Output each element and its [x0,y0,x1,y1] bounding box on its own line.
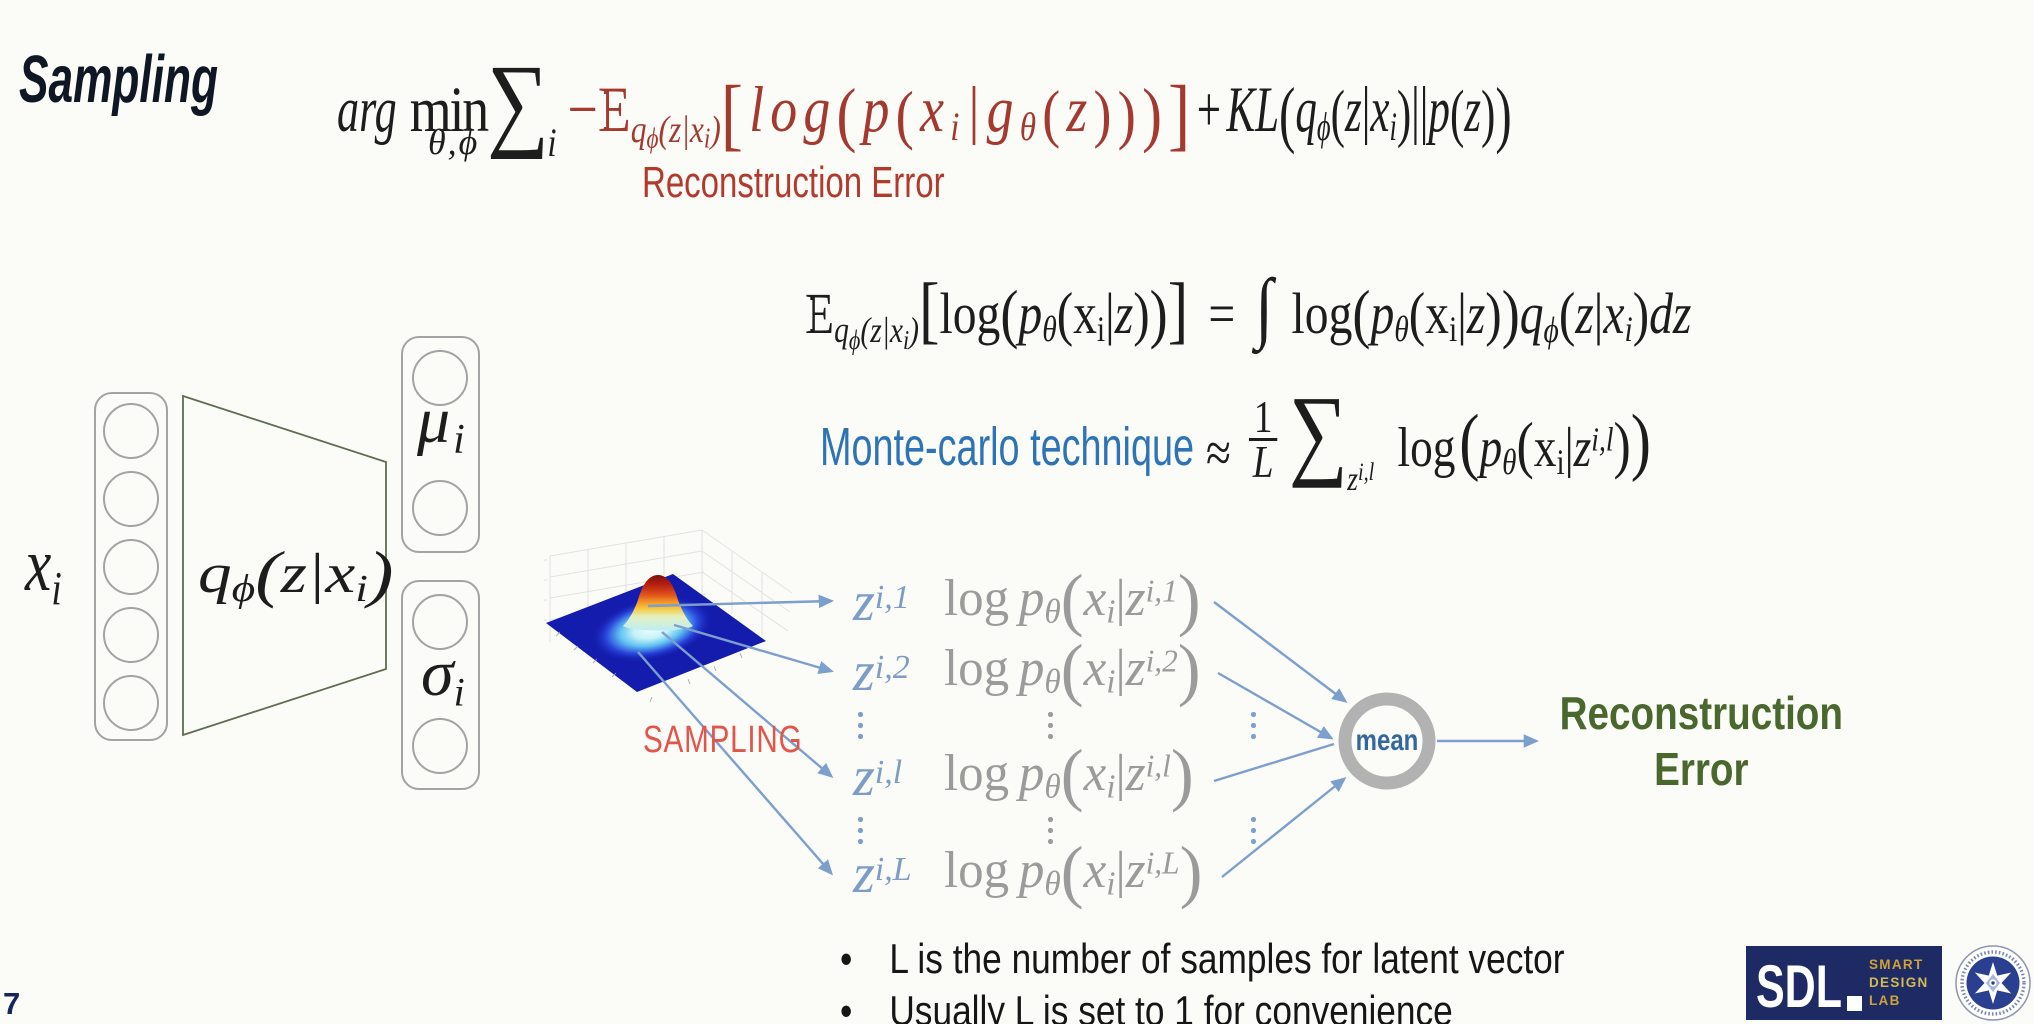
svg-text:SMART: SMART [1869,957,1924,972]
svg-text:SDL: SDL [1756,953,1842,1020]
svg-text:LAB: LAB [1869,993,1901,1008]
svg-text:DESIGN: DESIGN [1869,975,1929,990]
